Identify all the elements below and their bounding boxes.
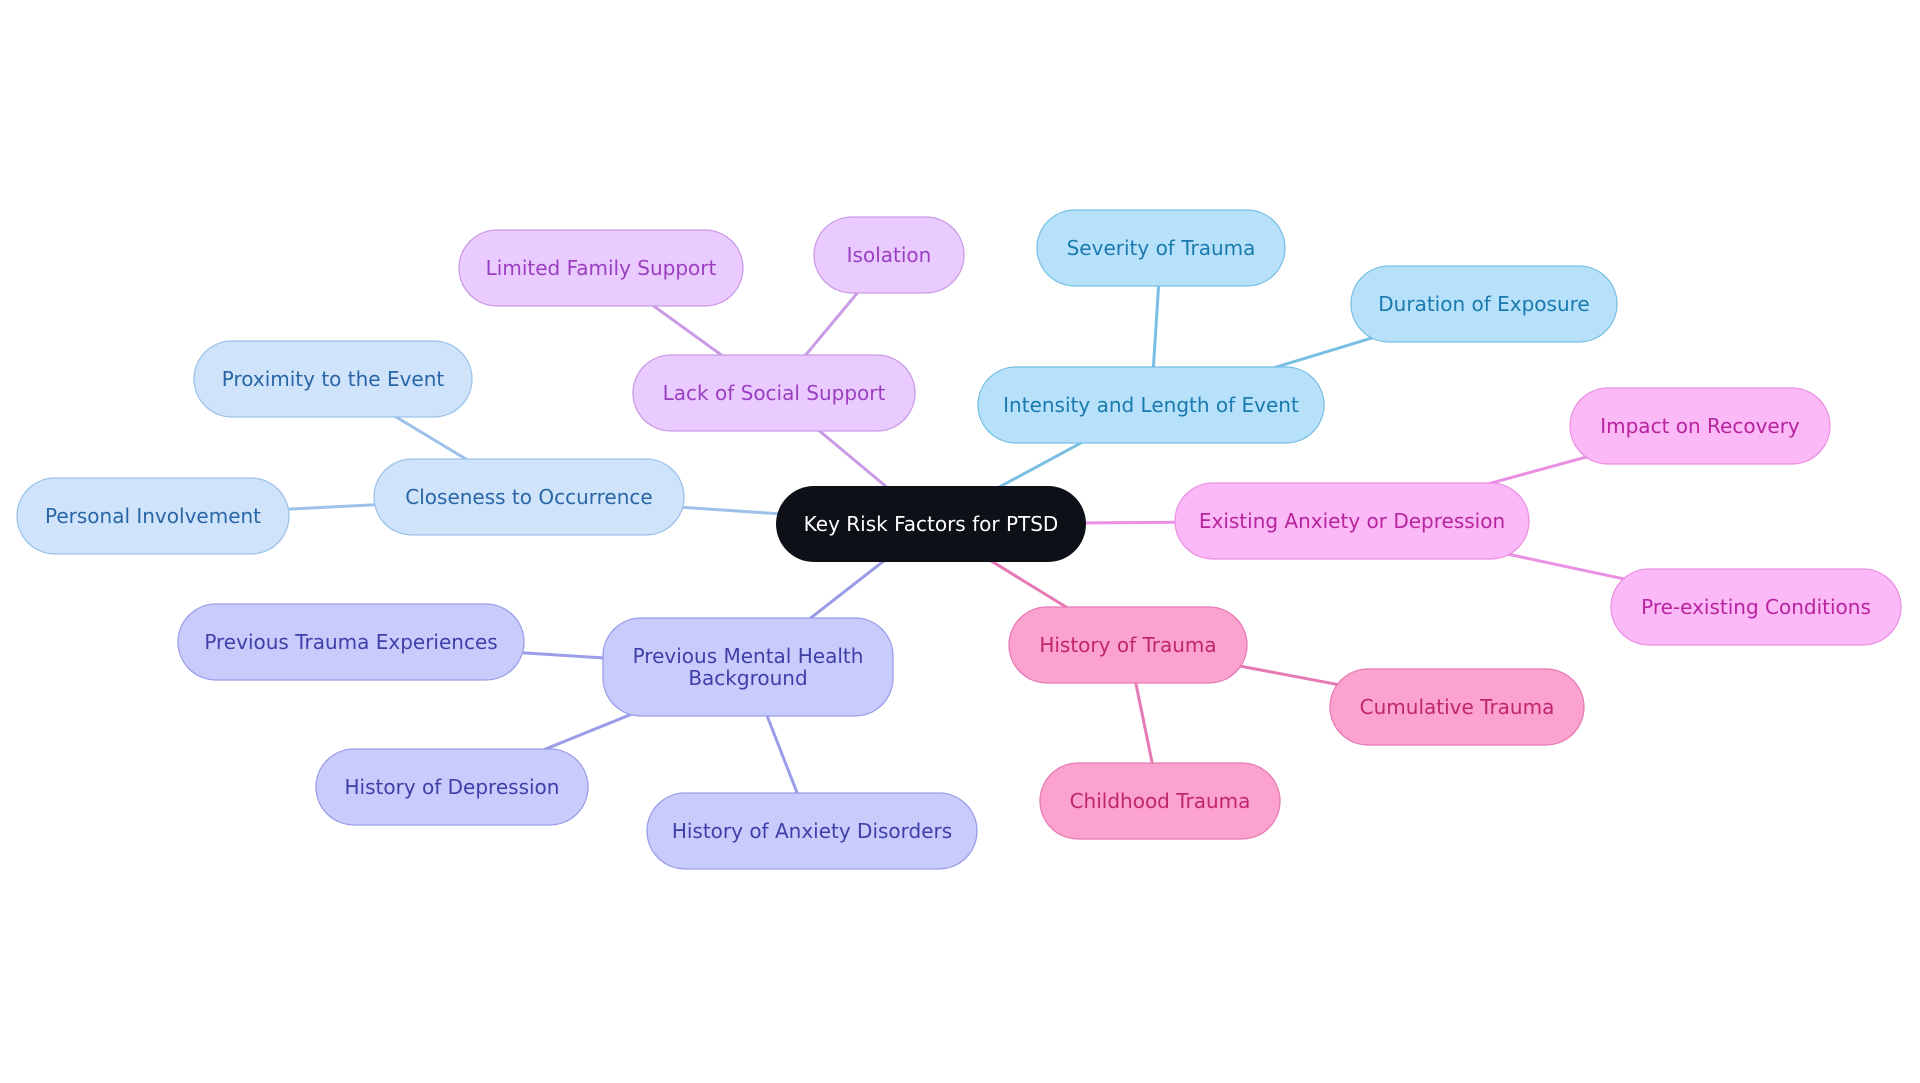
- leaf-node-mental-prevtrauma: Previous Trauma Experiences: [177, 603, 525, 681]
- leaf-node-anxiety-recovery-label: Impact on Recovery: [1600, 414, 1800, 438]
- leaf-node-intensity-severity-box: [1036, 209, 1286, 287]
- leaf-node-anxiety-recovery: Impact on Recovery: [1569, 387, 1831, 465]
- branch-node-social: Lack of Social Support: [632, 354, 916, 432]
- leaf-node-mental-anxiety: History of Anxiety Disorders: [646, 792, 978, 870]
- branch-node-anxiety-label: Existing Anxiety or Depression: [1199, 509, 1505, 533]
- leaf-node-intensity-duration-box: [1350, 265, 1618, 343]
- leaf-node-closeness-proximity-label: Proximity to the Event: [222, 367, 445, 391]
- branch-node-closeness: Closeness to Occurrence: [373, 458, 685, 536]
- branch-node-trauma: History of Trauma: [1008, 606, 1248, 684]
- branch-node-intensity-label: Intensity and Length of Event: [1003, 393, 1299, 417]
- leaf-node-intensity-severity-label: Severity of Trauma: [1067, 236, 1256, 260]
- leaf-node-anxiety-recovery-box: [1569, 387, 1831, 465]
- leaf-node-closeness-personal-label: Personal Involvement: [45, 504, 261, 528]
- leaf-node-intensity-duration: Duration of Exposure: [1350, 265, 1618, 343]
- leaf-node-trauma-childhood-label: Childhood Trauma: [1070, 789, 1251, 813]
- leaf-node-trauma-childhood: Childhood Trauma: [1039, 762, 1281, 840]
- leaf-node-social-isolation-label: Isolation: [847, 243, 932, 267]
- leaf-node-social-family: Limited Family Support: [458, 229, 744, 307]
- branch-node-mental-label: Previous Mental Health: [633, 644, 864, 668]
- leaf-node-trauma-cumulative-box: [1329, 668, 1585, 746]
- leaf-node-social-isolation: Isolation: [813, 216, 965, 294]
- leaf-node-intensity-duration-label: Duration of Exposure: [1378, 292, 1589, 316]
- leaf-node-intensity-severity: Severity of Trauma: [1036, 209, 1286, 287]
- leaf-node-anxiety-preexisting: Pre-existing Conditions: [1610, 568, 1902, 646]
- mindmap-nodes: Key Risk Factors for PTSD Lack of Social …: [16, 209, 1902, 870]
- branch-node-anxiety-box: [1174, 482, 1530, 560]
- leaf-node-mental-prevtrauma-label: Previous Trauma Experiences: [204, 630, 497, 654]
- branch-node-closeness-box: [373, 458, 685, 536]
- leaf-node-mental-anxiety-label: History of Anxiety Disorders: [672, 819, 952, 843]
- leaf-node-mental-depression-box: [315, 748, 589, 826]
- root-node-box: [776, 486, 1086, 562]
- branch-node-closeness-label: Closeness to Occurrence: [405, 485, 652, 509]
- leaf-node-closeness-proximity-box: [193, 340, 473, 418]
- leaf-node-trauma-childhood-box: [1039, 762, 1281, 840]
- branch-node-mental-label: Background: [688, 666, 807, 690]
- branch-node-mental-box: [602, 617, 894, 717]
- leaf-node-trauma-cumulative: Cumulative Trauma: [1329, 668, 1585, 746]
- root-node-label: Key Risk Factors for PTSD: [804, 512, 1059, 536]
- branch-node-trauma-box: [1008, 606, 1248, 684]
- root-node: Key Risk Factors for PTSD: [776, 486, 1086, 562]
- leaf-node-closeness-proximity: Proximity to the Event: [193, 340, 473, 418]
- leaf-node-anxiety-preexisting-label: Pre-existing Conditions: [1641, 595, 1871, 619]
- leaf-node-anxiety-preexisting-box: [1610, 568, 1902, 646]
- leaf-node-social-family-label: Limited Family Support: [486, 256, 717, 280]
- leaf-node-social-family-box: [458, 229, 744, 307]
- leaf-node-closeness-personal-box: [16, 477, 290, 555]
- leaf-node-mental-anxiety-box: [646, 792, 978, 870]
- branch-node-anxiety: Existing Anxiety or Depression: [1174, 482, 1530, 560]
- leaf-node-trauma-cumulative-label: Cumulative Trauma: [1360, 695, 1555, 719]
- leaf-node-closeness-personal: Personal Involvement: [16, 477, 290, 555]
- leaf-node-mental-depression-label: History of Depression: [345, 775, 560, 799]
- leaf-node-mental-prevtrauma-box: [177, 603, 525, 681]
- branch-node-intensity: Intensity and Length of Event: [977, 366, 1325, 444]
- branch-node-social-label: Lack of Social Support: [663, 381, 886, 405]
- branch-node-trauma-label: History of Trauma: [1039, 633, 1216, 657]
- branch-node-intensity-box: [977, 366, 1325, 444]
- leaf-node-mental-depression: History of Depression: [315, 748, 589, 826]
- branch-node-social-box: [632, 354, 916, 432]
- leaf-node-social-isolation-box: [813, 216, 965, 294]
